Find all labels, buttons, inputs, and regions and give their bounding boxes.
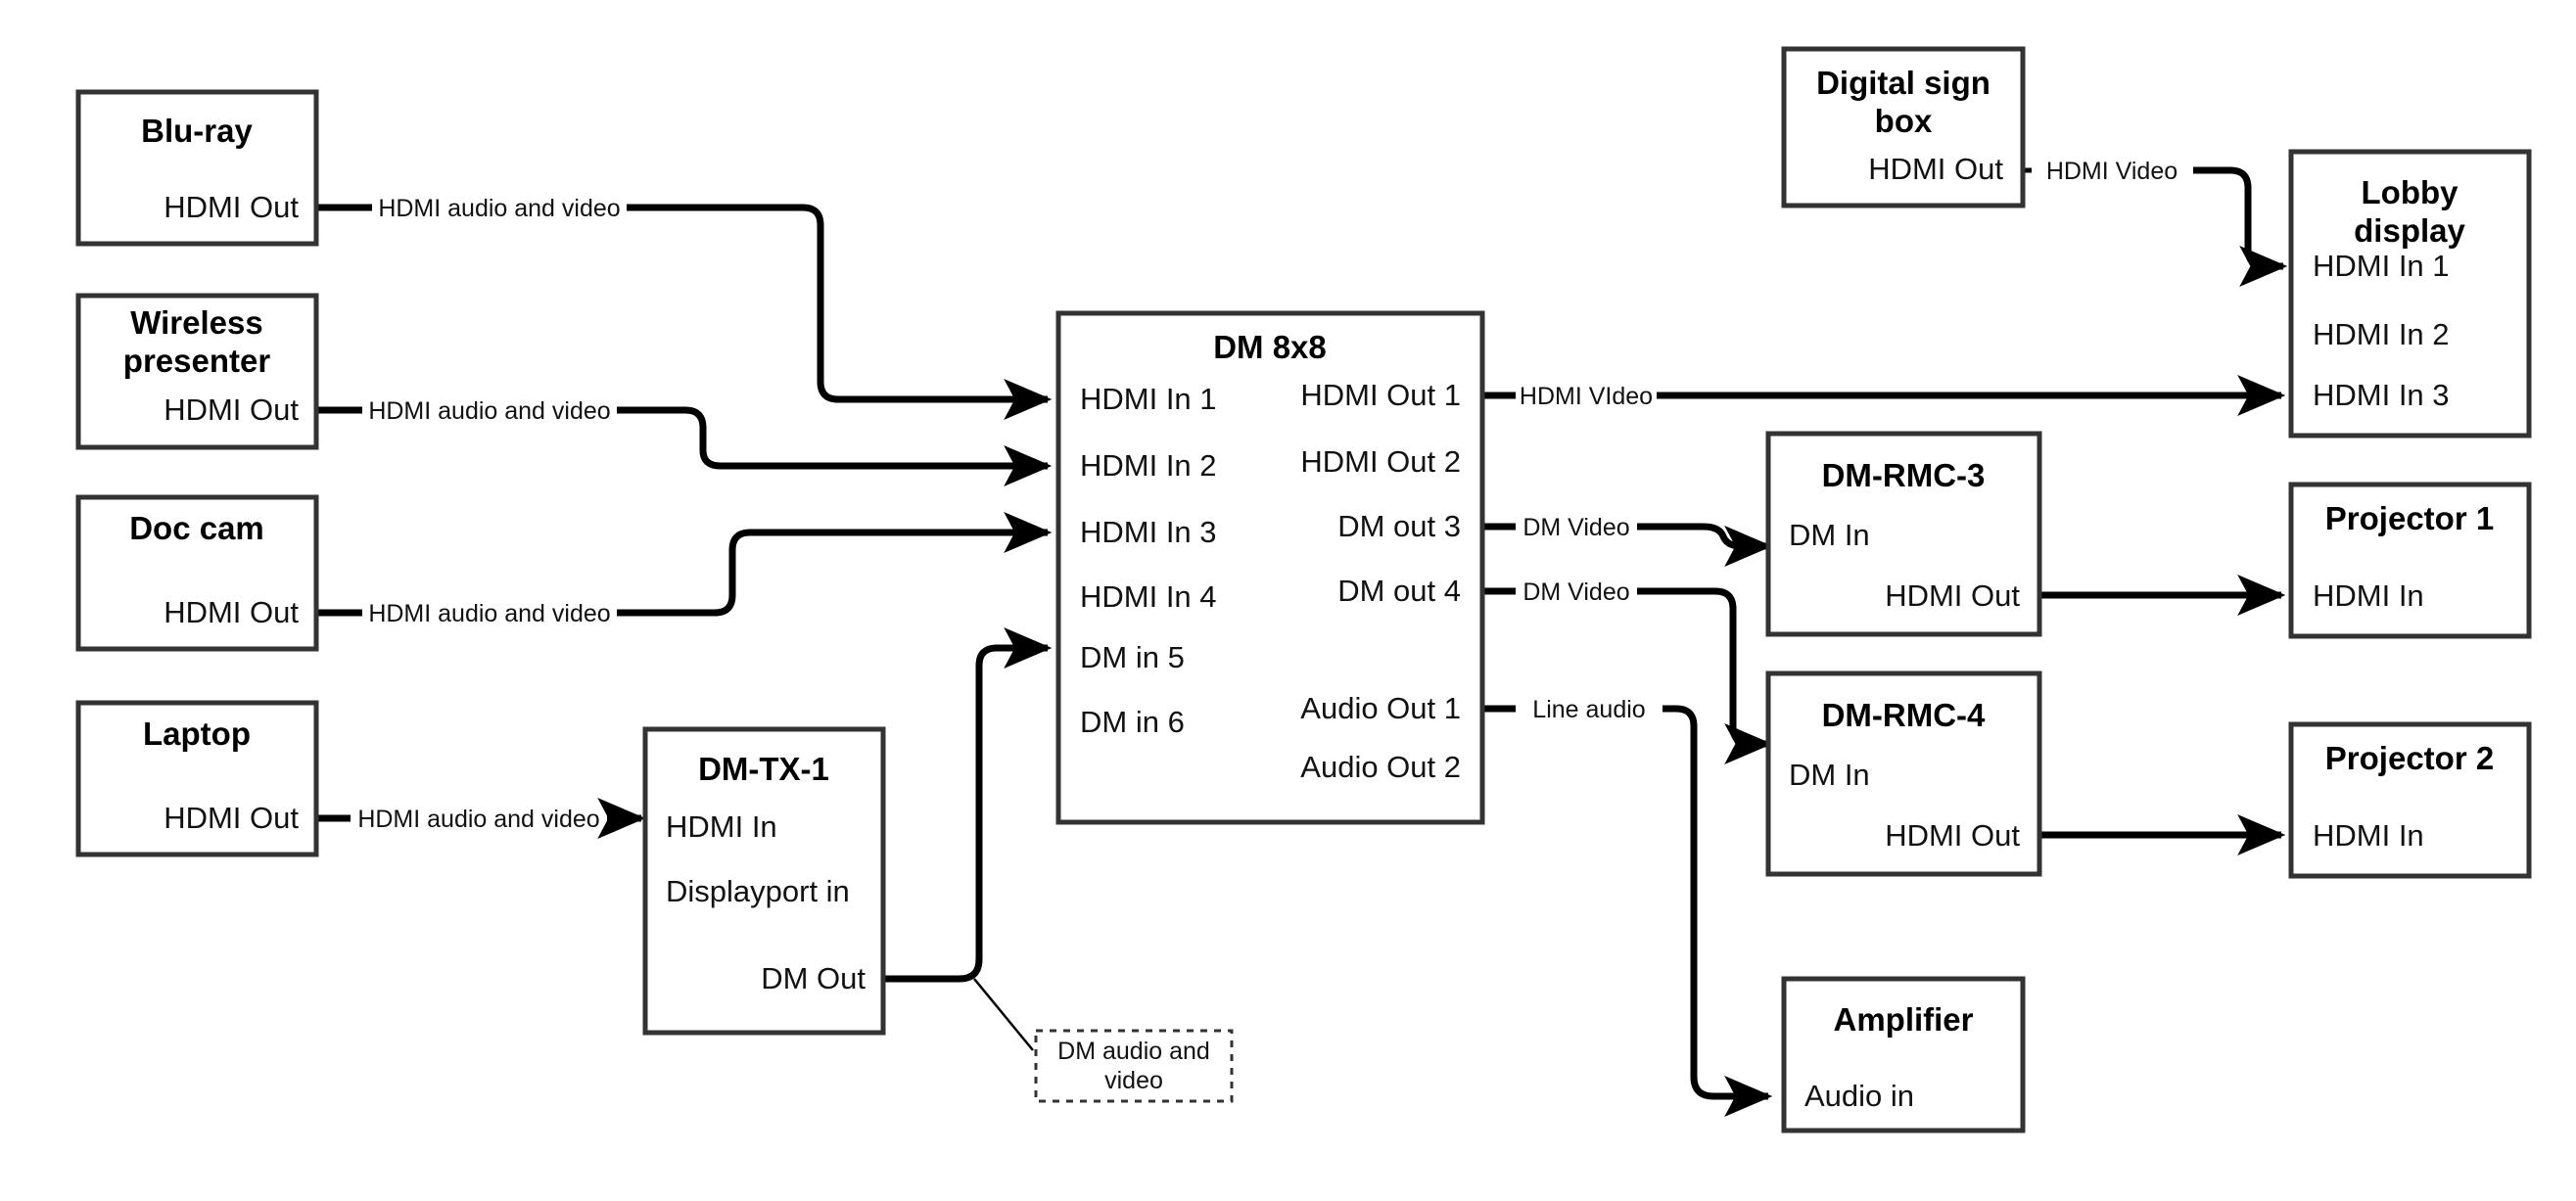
node-amplifier[interactable]: Amplifier Audio in [1781,976,2026,1133]
node-amplifier-title: Amplifier [1833,1001,1973,1038]
node-wireless-presenter-box[interactable] [75,293,319,450]
connection-out3-to-rmc3 [1482,523,1773,567]
node-dm-8x8-title: DM 8x8 [1213,329,1327,365]
connection-label-wireless-to-in2: HDMI audio and video [368,397,610,425]
node-dm-tx-1[interactable]: DM-TX-1 HDMI In Displayport in DM Out [642,726,886,1036]
node-dm-8x8-output-hdmi-out-1: HDMI Out 1 [1300,378,1461,412]
node-lobby-display-port-hdmi-in-2: HDMI In 2 [2313,317,2450,351]
node-wireless-presenter-port-hdmi-out: HDMI Out [164,393,299,427]
connection-layer [316,166,2288,1117]
node-amplifier-port-audio-in: Audio in [1804,1079,1914,1113]
node-digital-sign-box-title-line2: box [1875,103,1933,139]
node-digital-sign-box-port-hdmi-out: HDMI Out [1868,152,2003,186]
connection-label-laptop-to-tx: HDMI audio and video [357,806,599,833]
connection-label-audio1-to-amp: Line audio [1532,696,1645,723]
connection-label-layer: HDMI audio and video HDMI audio and vide… [357,158,2178,833]
note-dm-audio-video-line1: DM audio and [1057,1038,1210,1065]
connection-doccam-to-in3 [316,512,1053,617]
note-dm-audio-video: DM audio and video [1034,1029,1234,1103]
connection-label-out4-to-rmc4: DM Video [1522,578,1629,606]
node-lobby-display-port-hdmi-in-1: HDMI In 1 [2313,249,2450,283]
note-dm-audio-video-box [1034,1029,1234,1103]
node-dm-8x8-input-hdmi-in-1: HDMI In 1 [1080,382,1217,416]
node-dm-rmc-4-box[interactable] [1765,670,2042,877]
node-digital-sign-box[interactable]: Digital sign box HDMI Out [1781,46,2026,208]
node-dm-tx-1-port-dm-out: DM Out [761,961,866,995]
node-doc-cam[interactable]: Doc cam HDMI Out [75,494,319,652]
node-dm-rmc-3-port-dm-in: DM In [1789,518,1870,552]
node-projector-2-port-hdmi-in: HDMI In [2313,818,2424,853]
node-dm-tx-1-port-hdmi-in: HDMI In [666,809,777,844]
node-bluray-box[interactable] [75,89,319,247]
node-dm-8x8-input-hdmi-in-4: HDMI In 4 [1080,579,1217,614]
node-dm-rmc-4[interactable]: DM-RMC-4 DM In HDMI Out [1765,670,2042,877]
node-projector-1-port-hdmi-in: HDMI In [2313,578,2424,613]
node-laptop-port-hdmi-out: HDMI Out [164,801,299,835]
note-dm-audio-video-line2: video [1104,1067,1163,1094]
node-projector-1-box[interactable] [2288,482,2532,639]
node-bluray-title: Blu-ray [141,113,253,149]
node-dm-rmc-4-port-hdmi-out: HDMI Out [1885,818,2020,853]
node-dm-rmc-3-box[interactable] [1765,431,2042,637]
node-lobby-display-title-line1: Lobby [2362,174,2459,210]
connection-label-bluray-to-in1: HDMI audio and video [378,195,620,222]
node-dm-rmc-4-port-dm-in: DM In [1789,758,1870,792]
connection-tx-to-in5 [883,627,1053,1051]
node-wireless-presenter[interactable]: Wireless presenter HDMI Out [75,293,319,450]
node-lobby-display-port-hdmi-in-3: HDMI In 3 [2313,378,2450,412]
connection-audio1-to-amp [1482,705,1773,1117]
node-lobby-display-title-line2: display [2354,212,2465,249]
node-dm-8x8-output-audio-out-1: Audio Out 1 [1300,691,1461,725]
node-digital-sign-box-box[interactable] [1781,46,2026,208]
node-projector-2[interactable]: Projector 2 HDMI In [2288,721,2532,879]
node-dm-8x8-output-audio-out-2: Audio Out 2 [1300,750,1461,784]
node-wireless-presenter-title-line1: Wireless [130,304,262,341]
node-dm-tx-1-box[interactable] [642,726,886,1036]
connection-label-out1-to-lobby3: HDMI VIdeo [1520,383,1653,410]
node-dm-rmc-3-port-hdmi-out: HDMI Out [1885,578,2020,613]
node-dm-8x8-output-dm-out-3: DM out 3 [1337,509,1461,543]
connection-bluray-to-in1 [316,204,1053,420]
node-laptop-title: Laptop [143,716,251,752]
connection-label-doccam-to-in3: HDMI audio and video [368,600,610,627]
node-dm-8x8[interactable]: DM 8x8 HDMI In 1 HDMI In 2 HDMI In 3 HDM… [1055,310,1485,825]
node-dm-8x8-output-dm-out-4: DM out 4 [1337,574,1461,608]
node-dm-8x8-input-dm-in-6: DM in 6 [1080,705,1185,739]
node-dm-8x8-input-hdmi-in-2: HDMI In 2 [1080,448,1217,483]
node-amplifier-box[interactable] [1781,976,2026,1133]
node-doc-cam-port-hdmi-out: HDMI Out [164,595,299,629]
node-digital-sign-box-title-line1: Digital sign [1816,65,1991,101]
connection-out4-to-rmc4 [1482,587,1773,764]
node-doc-cam-box[interactable] [75,494,319,652]
node-dm-8x8-box[interactable] [1055,310,1485,825]
node-lobby-display-box[interactable] [2288,149,2532,439]
connection-wireless-to-in2 [316,406,1053,486]
connection-label-out3-to-rmc3: DM Video [1522,514,1629,541]
node-laptop-box[interactable] [75,700,319,857]
node-dm-tx-1-title: DM-TX-1 [698,751,829,787]
node-wireless-presenter-title-line2: presenter [123,343,271,379]
node-dm-8x8-output-hdmi-out-2: HDMI Out 2 [1300,444,1461,479]
node-bluray-port-hdmi-out: HDMI Out [164,190,299,224]
node-projector-2-box[interactable] [2288,721,2532,879]
connection-label-sign-to-lobby1: HDMI Video [2046,158,2178,185]
node-dm-rmc-4-title: DM-RMC-4 [1822,697,1986,733]
node-laptop[interactable]: Laptop HDMI Out [75,700,319,857]
node-projector-1-title: Projector 1 [2325,500,2494,536]
node-dm-rmc-3[interactable]: DM-RMC-3 DM In HDMI Out [1765,431,2042,637]
node-projector-1[interactable]: Projector 1 HDMI In [2288,482,2532,639]
node-dm-rmc-3-title: DM-RMC-3 [1822,457,1986,493]
node-dm-tx-1-port-displayport-in: Displayport in [666,874,850,908]
node-doc-cam-title: Doc cam [129,510,264,546]
node-bluray[interactable]: Blu-ray HDMI Out [75,89,319,247]
node-dm-8x8-input-dm-in-5: DM in 5 [1080,640,1185,674]
node-dm-8x8-input-hdmi-in-3: HDMI In 3 [1080,515,1217,549]
node-projector-2-title: Projector 2 [2325,740,2494,776]
node-lobby-display[interactable]: Lobby display HDMI In 1 HDMI In 2 HDMI I… [2288,149,2532,439]
